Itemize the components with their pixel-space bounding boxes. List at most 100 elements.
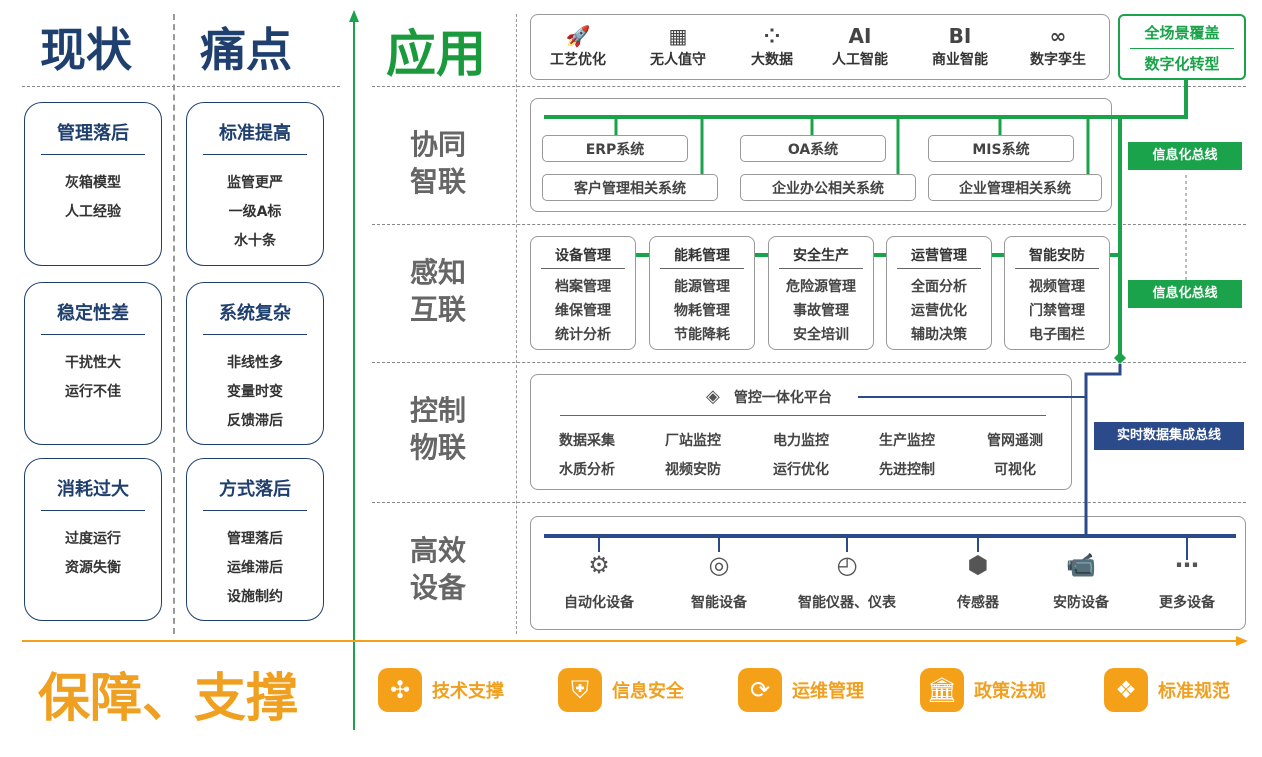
support-item[interactable]: ❖标准规范	[1104, 668, 1230, 712]
layer-title-control: 控制 物联	[409, 394, 466, 464]
ai-icon: AI	[848, 24, 872, 48]
sense-card-item: 档案管理	[555, 279, 611, 295]
support-item-label: 技术支撑	[432, 681, 504, 702]
control-item[interactable]: 管网遥测	[987, 433, 1043, 449]
app-item[interactable]: ⁘大数据	[727, 23, 817, 69]
sense-card[interactable]: 运营管理 全面分析 运营优化 辅助决策	[886, 236, 992, 350]
control-item[interactable]: 电力监控	[773, 433, 829, 449]
card-item: 监管更严	[227, 175, 283, 191]
platform-label[interactable]: ◈ 管控一体化平台	[706, 386, 832, 407]
support-item[interactable]: 🏛 政策法规	[920, 668, 1046, 712]
card-title: 稳定性差	[57, 303, 129, 324]
sense-card-item: 维保管理	[555, 303, 611, 319]
sense-card-item: 辅助决策	[911, 327, 967, 343]
card-item: 水十条	[234, 233, 276, 249]
app-item[interactable]: 🚀 工艺优化	[533, 23, 623, 69]
mis-system[interactable]: MIS系统	[928, 135, 1074, 162]
control-item[interactable]: 数据采集	[559, 433, 615, 449]
horizontal-axis-arrow	[1236, 636, 1248, 646]
sense-card-title: 能耗管理	[674, 248, 730, 264]
card-title: 消耗过大	[57, 479, 129, 500]
vertical-axis-arrow	[349, 10, 359, 22]
info-bus-label-1: 信息化总线	[1128, 142, 1242, 170]
device-item-label: 自动化设备	[564, 595, 634, 611]
pain-card-2: 系统复杂 非线性多 变量时变 反馈滞后	[186, 282, 324, 445]
support-item-label: 信息安全	[612, 681, 684, 702]
layer-title-divider	[516, 14, 517, 634]
card-item: 反馈滞后	[227, 413, 283, 429]
info-bus-label-2: 信息化总线	[1128, 280, 1242, 308]
infinity-icon: ∞	[1049, 24, 1067, 48]
app-item[interactable]: AI 人工智能	[815, 23, 905, 69]
crm-system[interactable]: 客户管理相关系统	[542, 174, 718, 201]
smart-device-icon: ◎	[708, 551, 730, 579]
device-item[interactable]: 📹安防设备	[1026, 548, 1136, 612]
control-item[interactable]: 视频安防	[665, 462, 721, 478]
sense-card[interactable]: 安全生产 危险源管理 事故管理 安全培训	[768, 236, 874, 350]
sense-card-item: 物耗管理	[674, 303, 730, 319]
pain-card-1: 标准提高 监管更严 一级A标 水十条	[186, 102, 324, 266]
app-item-label: 工艺优化	[550, 52, 606, 68]
sense-card[interactable]: 智能安防 视频管理 门禁管理 电子围栏	[1004, 236, 1110, 350]
sense-card-title: 运营管理	[911, 248, 967, 264]
status-card-1: 管理落后 灰箱模型 人工经验	[24, 102, 162, 266]
sense-card-item: 能源管理	[674, 279, 730, 295]
app-item-label: 无人值守	[650, 52, 706, 68]
app-item[interactable]: ▦无人值守	[633, 23, 723, 69]
support-item[interactable]: ⟳运维管理	[738, 668, 864, 712]
control-item[interactable]: 厂站监控	[665, 433, 721, 449]
sense-card-item: 全面分析	[911, 279, 967, 295]
sense-card[interactable]: 设备管理 档案管理 维保管理 统计分析	[530, 236, 636, 350]
control-item[interactable]: 可视化	[994, 462, 1036, 478]
layer-title-device: 高效 设备	[409, 534, 466, 604]
status-title: 现状	[40, 23, 132, 77]
card-item: 干扰性大	[65, 355, 121, 371]
support-item[interactable]: ⛨信息安全	[558, 668, 684, 712]
status-card-3: 消耗过大 过度运行 资源失衡	[24, 458, 162, 621]
app-item-label: 商业智能	[932, 52, 988, 68]
control-panel	[530, 374, 1072, 490]
more-icon: ⋯	[1175, 551, 1199, 579]
app-title: 应用	[386, 24, 486, 83]
erp-system[interactable]: ERP系统	[542, 135, 688, 162]
device-item[interactable]: ⬢传感器	[923, 548, 1033, 612]
app-item[interactable]: ∞数字孪生	[1013, 23, 1103, 69]
support-title: 保障、支撑	[38, 668, 299, 729]
sense-card[interactable]: 能耗管理 能源管理 物耗管理 节能降耗	[649, 236, 755, 350]
device-item-label: 安防设备	[1053, 595, 1109, 611]
card-item: 管理落后	[227, 531, 283, 547]
office-system[interactable]: 企业办公相关系统	[740, 174, 916, 201]
device-item[interactable]: ⋯ 更多设备	[1132, 548, 1242, 612]
support-item[interactable]: ✣技术支撑	[378, 668, 504, 712]
device-item[interactable]: ⚙ 自动化设备	[544, 548, 654, 612]
sense-card-item: 危险源管理	[786, 279, 856, 295]
card-title: 方式落后	[219, 479, 291, 500]
control-item[interactable]: 水质分析	[559, 462, 615, 478]
oa-system[interactable]: OA系统	[740, 135, 886, 162]
layer-title-sense: 感知 互联	[409, 256, 466, 326]
institution-icon: 🏛	[920, 668, 964, 712]
device-item-label: 智能设备	[691, 595, 747, 611]
device-item[interactable]: ◎ 智能设备	[664, 548, 774, 612]
card-item: 设施制约	[227, 589, 283, 605]
gauge-icon: ◴	[836, 551, 858, 579]
app-item-label: 大数据	[751, 52, 793, 68]
sense-card-title: 智能安防	[1029, 248, 1085, 264]
support-item-label: 政策法规	[974, 681, 1046, 702]
layers-stack-icon: ◈	[706, 386, 720, 407]
sense-card-title: 设备管理	[555, 248, 611, 264]
device-item[interactable]: ◴智能仪器、仪表	[792, 548, 902, 612]
enterprise-mgmt-system[interactable]: 企业管理相关系统	[928, 174, 1102, 201]
control-item[interactable]: 生产监控	[879, 433, 935, 449]
card-item: 资源失衡	[65, 560, 121, 576]
app-item-label: 人工智能	[832, 52, 888, 68]
control-item[interactable]: 运行优化	[773, 462, 829, 478]
rocket-icon: 🚀	[565, 24, 591, 48]
control-item[interactable]: 先进控制	[879, 462, 935, 478]
card-title: 系统复杂	[219, 303, 291, 324]
sense-card-item: 统计分析	[555, 327, 611, 343]
device-item-label: 更多设备	[1159, 595, 1215, 611]
automation-icon: ⚙	[588, 551, 610, 579]
card-item: 运行不佳	[65, 384, 121, 400]
